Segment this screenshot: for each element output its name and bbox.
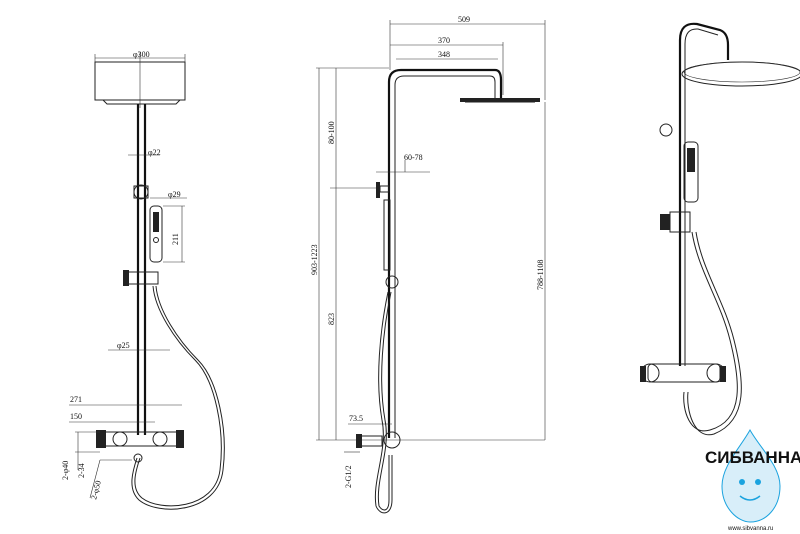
dim-mixer-width: 271 bbox=[70, 395, 82, 404]
dim-arm-outer: 370 bbox=[438, 36, 450, 45]
perspective-view bbox=[640, 22, 800, 436]
water-drop-icon bbox=[721, 428, 781, 523]
dim-wall-offset: 73.5 bbox=[349, 414, 363, 423]
dim-top-range: 80-100 bbox=[327, 121, 336, 144]
dim-thread: 2-G1/2 bbox=[344, 465, 353, 488]
dim-right-height-range: 788-1108 bbox=[536, 260, 545, 290]
dim-mixer-inner: 150 bbox=[70, 412, 82, 421]
brand-url: www.sibvanna.ru bbox=[727, 526, 773, 532]
dim-handset-len: 211 bbox=[171, 233, 180, 245]
dim-holder-dia: φ29 bbox=[168, 190, 181, 199]
brand-name: СИБВАННА bbox=[705, 448, 800, 467]
handset bbox=[149, 205, 163, 263]
brand-logo: СИБВАННА www.sibvanna.ru bbox=[705, 428, 800, 532]
perspective-rain-head bbox=[681, 61, 800, 87]
dim-arm-inner: 348 bbox=[438, 50, 450, 59]
dim-inlet-dia: 2-φ40 bbox=[61, 461, 70, 480]
dim-total-width: 509 bbox=[458, 15, 470, 24]
dim-total-height-range: 903-1223 bbox=[310, 244, 319, 275]
dim-pipe-dia: φ25 bbox=[117, 341, 130, 350]
wall-bracket bbox=[376, 182, 380, 198]
dim-outlet-dia: 2-φ50 bbox=[89, 480, 103, 501]
side-view: 509 370 348 903-1223 80-100 823 788-1108… bbox=[310, 15, 546, 514]
front-view: φ300 φ22 φ29 211 φ25 271 150 bbox=[61, 50, 225, 510]
dim-rod-dia: φ22 bbox=[148, 148, 161, 157]
dim-lower-height: 823 bbox=[327, 313, 336, 325]
dim-inlet-len: 2-34 bbox=[77, 463, 86, 478]
dim-head-dia: φ300 bbox=[133, 50, 150, 59]
side-rain-head bbox=[460, 98, 540, 102]
mixer-body bbox=[99, 431, 183, 447]
side-mixer-knob bbox=[383, 431, 401, 449]
dim-bracket-range: 60-78 bbox=[404, 153, 423, 162]
